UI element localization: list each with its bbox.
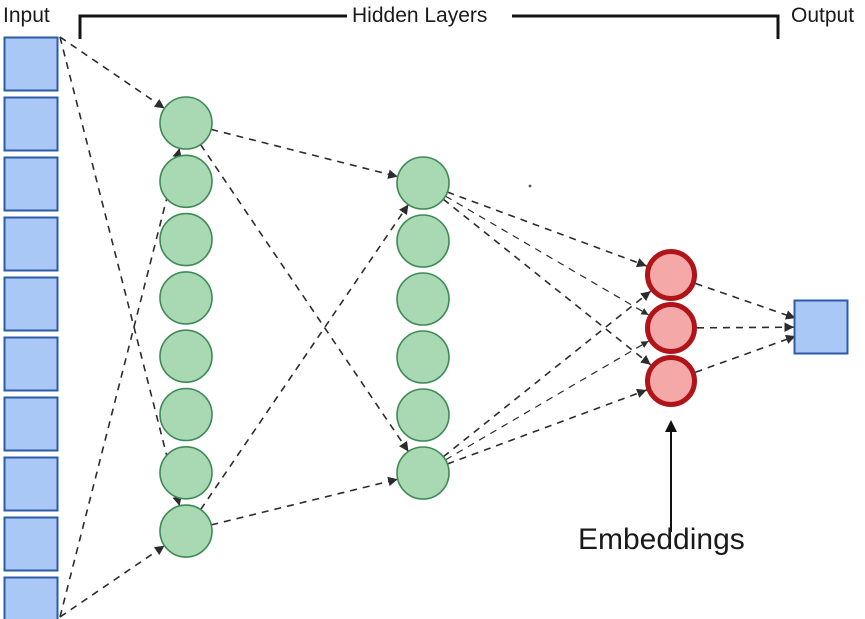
hidden-layers-label: Hidden Layers [352,4,488,27]
input-layer-node [3,336,59,392]
hidden-layer-1-node [159,271,213,325]
hidden-layer-1-node [159,445,213,500]
hidden-layer-2-node [396,156,450,210]
hidden-layer-2-node [396,272,450,326]
hidden-layer-1-node [159,212,213,267]
edge-hidden2-to-embedding-1-0 [442,290,652,458]
hidden-layer-1-node [159,329,213,384]
hidden-layer-2-node [396,330,450,384]
edge-input-to-hidden1-1-0 [59,36,182,507]
edge-hidden2-to-embedding-0-1 [445,195,649,316]
edge-embedding-to-output-0 [695,282,796,320]
input-layer-node [3,156,59,212]
output-layer-node [793,299,849,355]
edge-hidden1-to-hidden2-1-0 [199,204,410,511]
input-layer-node [3,96,59,152]
edge-hidden2-to-embedding-1-1 [445,340,649,461]
hidden-layer-2-node [396,214,450,268]
edge-hidden1-to-hidden2-0-0 [211,128,398,179]
input-layer-node [3,276,59,332]
hidden-layer-2-node [396,388,450,442]
bracket-group [78,14,780,532]
input-layer-node [3,36,59,92]
edge-hidden2-to-embedding-1-2 [447,388,647,465]
edge-hidden2-to-embedding-0-2 [442,198,652,366]
input-layer-node [3,396,59,452]
edge-input-to-hidden1-0-0 [59,36,165,110]
hidden-layer-1-node [159,504,213,558]
input-layer-node [3,576,59,619]
edge-hidden1-to-hidden2-0-1 [199,144,410,452]
edge-embedding-to-output-1 [696,322,795,333]
edge-embedding-to-output-2 [695,334,796,373]
stray-dot-marker [528,184,532,188]
input-layer-node [3,456,59,512]
hidden-layer-2-node [396,446,450,500]
embeddings-callout-label: Embeddings [578,523,745,556]
hidden-layer-1-node [159,387,213,442]
input-layer-label: Input [3,4,50,27]
edge-hidden1-to-hidden2-1-1 [211,476,398,526]
hidden-layer-1-node [159,96,213,150]
edge-input-to-hidden1-1-1 [59,545,165,618]
embedding-layer-node [645,249,697,301]
output-layer-label: Output [791,4,855,27]
edge-input-to-hidden1-0-1 [59,147,182,618]
hidden-layer-1-node [159,154,213,209]
input-layer-node [3,216,59,272]
node-group [3,36,849,619]
edge-hidden2-to-embedding-0-0 [447,191,647,268]
hidden-layers-bracket [78,14,780,39]
annotation-group [528,184,532,188]
edge-group [59,36,796,618]
embedding-layer-node [645,355,697,407]
embedding-layer-node [645,302,697,354]
input-layer-node [3,516,59,572]
